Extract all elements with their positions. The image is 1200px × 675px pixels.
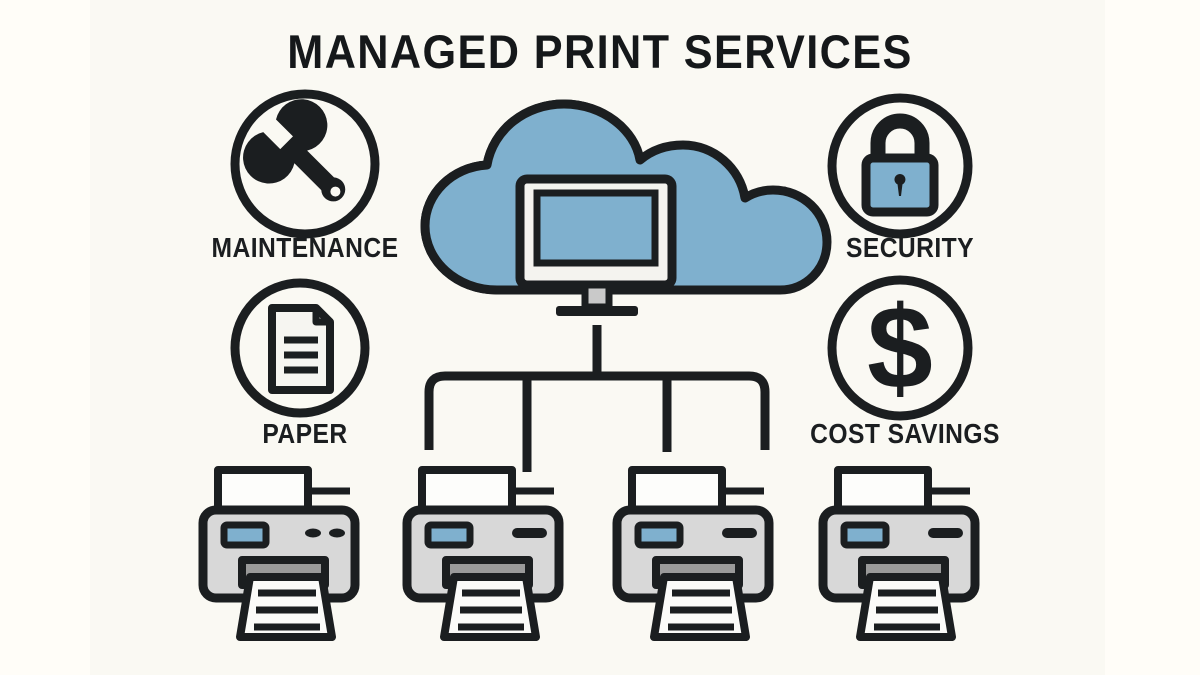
monitor-stand-neck-outline bbox=[581, 281, 613, 311]
printer-2[interactable] bbox=[402, 466, 564, 641]
feature-icon-security[interactable] bbox=[827, 93, 973, 239]
feature-label-maintenance: MAINTENANCE bbox=[211, 232, 399, 263]
feature-icon-paper[interactable] bbox=[230, 278, 370, 418]
printer-1-display bbox=[220, 521, 270, 549]
feature-label-cost-savings: COST SAVINGS bbox=[810, 418, 1000, 449]
printer-2-button-bar bbox=[512, 528, 547, 538]
printer-3[interactable] bbox=[612, 466, 774, 641]
printer-1[interactable] bbox=[198, 466, 360, 641]
printer-3-display bbox=[634, 521, 684, 549]
page-title: MANAGED PRINT SERVICES bbox=[287, 25, 913, 78]
maintenance-circle-outline bbox=[230, 89, 380, 239]
feature-label-paper: PAPER bbox=[262, 418, 348, 449]
printer-3-button-bar bbox=[722, 528, 757, 538]
paper-circle-outline bbox=[230, 278, 370, 418]
printer-1-button-a bbox=[305, 528, 321, 538]
dollar-sign-icon: $ bbox=[867, 282, 933, 414]
printer-2-display bbox=[424, 521, 474, 549]
feature-label-security: SECURITY bbox=[845, 232, 975, 263]
left-margin-band bbox=[0, 0, 90, 675]
security-circle-outline bbox=[827, 93, 973, 239]
feature-icon-cost-savings[interactable]: $ bbox=[827, 275, 973, 421]
monitor-stand-base bbox=[556, 306, 638, 316]
cost-savings-circle-outline bbox=[827, 275, 973, 421]
right-margin-band bbox=[1105, 0, 1200, 675]
network-tree-connector bbox=[424, 325, 770, 472]
monitor-screen bbox=[533, 189, 659, 267]
document-icon bbox=[268, 304, 334, 394]
feature-icon-maintenance[interactable] bbox=[230, 88, 380, 239]
cloud-with-computer bbox=[420, 99, 832, 316]
connector-bus-bar bbox=[424, 371, 770, 450]
printer-4-button-bar bbox=[928, 528, 963, 538]
printer-4-display bbox=[840, 521, 890, 549]
printer-1-button-b bbox=[329, 528, 345, 538]
lock-icon bbox=[861, 113, 939, 217]
wrench-icon bbox=[243, 99, 346, 202]
printer-4[interactable] bbox=[818, 466, 980, 641]
